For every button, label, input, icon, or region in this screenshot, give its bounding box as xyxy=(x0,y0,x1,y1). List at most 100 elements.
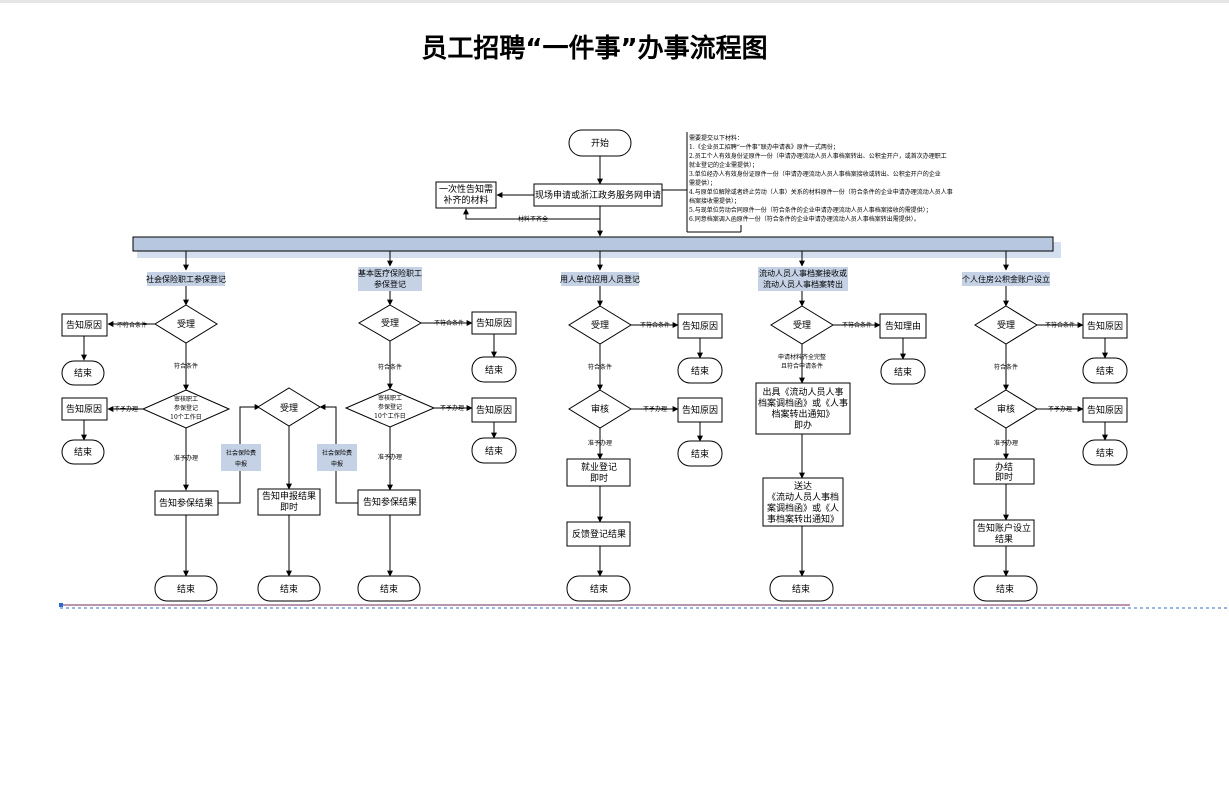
fund-accept-label: 受理 xyxy=(997,319,1015,331)
window-top-edge xyxy=(0,0,1229,3)
social-end-2 xyxy=(61,439,105,465)
employ-end-3-label: 结束 xyxy=(590,583,608,595)
fee-accept-label: 受理 xyxy=(280,402,298,414)
materials-line-7: 档案接收需提供）； xyxy=(689,197,740,205)
archive-notify: 告知理由 xyxy=(885,320,921,332)
employ-not-handle: 不予办理 xyxy=(643,405,667,413)
materials-heading: 需要提交以下材料： xyxy=(689,134,743,142)
apply-label: 现场申请或浙江政务服务网申请 xyxy=(535,189,661,201)
medical-not-handle: 不予办理 xyxy=(440,404,464,412)
medical-heading-line1: 基本医疗保险职工 xyxy=(358,268,422,278)
employ-feedback-box xyxy=(566,521,631,547)
social-notify-2: 告知原因 xyxy=(66,403,102,415)
materials-line-9: 6.同意档案调入函原件一份（符合条件的企业申请办理流动人员人事档案转出需提供）。 xyxy=(689,215,920,223)
materials-line-1: 1.《企业员工招聘“一件事”联办申请表》原件一式两份； xyxy=(689,143,839,151)
fund-end-1 xyxy=(1082,357,1128,384)
page-title: 员工招聘“一件事”办事流程图 xyxy=(421,34,768,64)
archive-issue-2: 档案调档函》或《人事 xyxy=(758,397,848,409)
declare-result-line2: 即时 xyxy=(280,501,298,513)
social-notify-1: 告知原因 xyxy=(66,319,102,331)
archive-end-2-label: 结束 xyxy=(792,583,810,595)
declare-result-box xyxy=(257,488,321,516)
archive-issue-box xyxy=(755,382,851,435)
employ-approve: 准予办理 xyxy=(588,439,612,447)
employ-feedback-label: 反馈登记结果 xyxy=(572,528,626,540)
employ-notify-1: 告知原因 xyxy=(682,320,718,332)
medical-end-2 xyxy=(471,437,517,464)
fund-heading-bg xyxy=(962,272,1050,286)
social-review-2: 参保登记 xyxy=(174,404,198,412)
social-meet: 符合条件 xyxy=(174,362,198,370)
employ-heading: 用人单位招用人员登记 xyxy=(560,274,640,284)
social-end-1 xyxy=(61,360,105,386)
medical-result-box xyxy=(357,489,421,516)
employ-notify-2: 告知原因 xyxy=(682,404,718,416)
medical-heading-line2: 参保登记 xyxy=(374,279,406,289)
social-result-label: 告知参保结果 xyxy=(159,497,213,509)
archive-deliver-2: 《流动人员人事档 xyxy=(767,491,839,503)
notify-once-box xyxy=(435,181,497,209)
archive-not-meet: 不符合条件 xyxy=(842,321,872,329)
employ-reg-line1: 就业登记 xyxy=(581,461,617,473)
archive-deliver-box xyxy=(762,477,844,527)
archive-notify-box xyxy=(879,313,927,339)
page-anchor-mark xyxy=(59,603,63,607)
fund-heading: 个人住房公积金账户设立 xyxy=(962,274,1050,284)
medical-not-meet: 不符合条件 xyxy=(434,319,464,327)
employ-end-1 xyxy=(677,357,723,384)
si-fee-label-bg-1 xyxy=(221,444,261,471)
medical-result-label: 告知参保结果 xyxy=(363,496,417,508)
distribution-band xyxy=(132,236,1054,252)
archive-deliver-4: 事档案转出通知》 xyxy=(767,513,839,525)
materials-line-4: 3.单位经办人有效身份证原件一份（申请办理流动人员人事档案接收或转出、公积金开户… xyxy=(689,170,941,178)
si-fee-1-line2: 申报 xyxy=(235,460,247,468)
fund-end-3-label: 结束 xyxy=(996,583,1014,595)
social-result-box xyxy=(154,490,219,516)
employ-end-2-label: 结束 xyxy=(691,448,709,460)
archive-issue-3: 档案转出通知》 xyxy=(771,408,834,420)
medical-review-1: 审核职工 xyxy=(378,394,402,402)
medical-meet: 符合条件 xyxy=(378,363,402,371)
fund-notify-acct-line1: 告知账户设立 xyxy=(977,522,1031,534)
fund-notify-2: 告知原因 xyxy=(1087,404,1123,416)
fund-end-2-label: 结束 xyxy=(1096,447,1114,459)
fund-done-box xyxy=(973,458,1035,485)
declare-result-line1: 告知申报结果 xyxy=(262,490,316,502)
fund-done-line2: 即时 xyxy=(995,471,1013,483)
employ-end-1-label: 结束 xyxy=(691,365,709,377)
fee-end-label: 结束 xyxy=(280,583,298,595)
fund-notify-acct-line2: 结果 xyxy=(995,533,1013,545)
fund-end-3 xyxy=(973,575,1038,602)
social-not-meet: 不符合条件 xyxy=(117,321,147,329)
fund-notify-box-2 xyxy=(1082,397,1128,423)
medical-end-3-label: 结束 xyxy=(380,583,398,595)
materials-note xyxy=(687,132,741,232)
archive-deliver-1: 送达 xyxy=(794,480,812,492)
fund-end-2 xyxy=(1082,439,1128,466)
fund-notify-1: 告知原因 xyxy=(1087,320,1123,332)
fund-end-1-label: 结束 xyxy=(1096,365,1114,377)
social-end-3 xyxy=(154,575,218,602)
materials-line-8: 5.与现单位劳动合同原件一份（符合条件的企业申请办理流动人员人事档案接收的需提供… xyxy=(689,206,932,214)
medical-accept-label: 受理 xyxy=(381,317,399,329)
archive-heading-line2: 流动人员人事档案转出 xyxy=(763,279,843,289)
fund-not-handle: 不予办理 xyxy=(1048,405,1072,413)
employ-reg-box xyxy=(566,458,631,487)
materials-line-6: 4.与原单位解除或者终止劳动（人事）关系的材料原件一份（符合条件的企业申请办理流… xyxy=(689,188,953,196)
medical-review-3: 10个工作日 xyxy=(374,412,406,420)
si-fee-label-bg-2 xyxy=(317,444,357,471)
social-heading-bg xyxy=(147,272,225,286)
notify-once-line2: 补齐的材料 xyxy=(443,194,488,206)
social-heading: 社会保险职工参保登记 xyxy=(146,274,226,284)
employ-end-3 xyxy=(566,575,631,602)
materials-line-2: 2.员工个人有效身份证原件一份（申请办理流动人员人事档案转出、公积金开户，或首次… xyxy=(689,152,947,160)
medical-notify-2: 告知原因 xyxy=(476,404,512,416)
archive-cond-1: 申请材料齐全完整 xyxy=(778,353,826,361)
social-review-3: 10个工作日 xyxy=(170,413,202,421)
medical-notify-1: 告知原因 xyxy=(476,317,512,329)
si-fee-2-line1: 社会保险费 xyxy=(322,449,352,457)
employ-accept-label: 受理 xyxy=(591,319,609,331)
employ-notify-box-1 xyxy=(677,313,723,339)
archive-deliver-3: 案调档函》或《人 xyxy=(767,502,839,514)
